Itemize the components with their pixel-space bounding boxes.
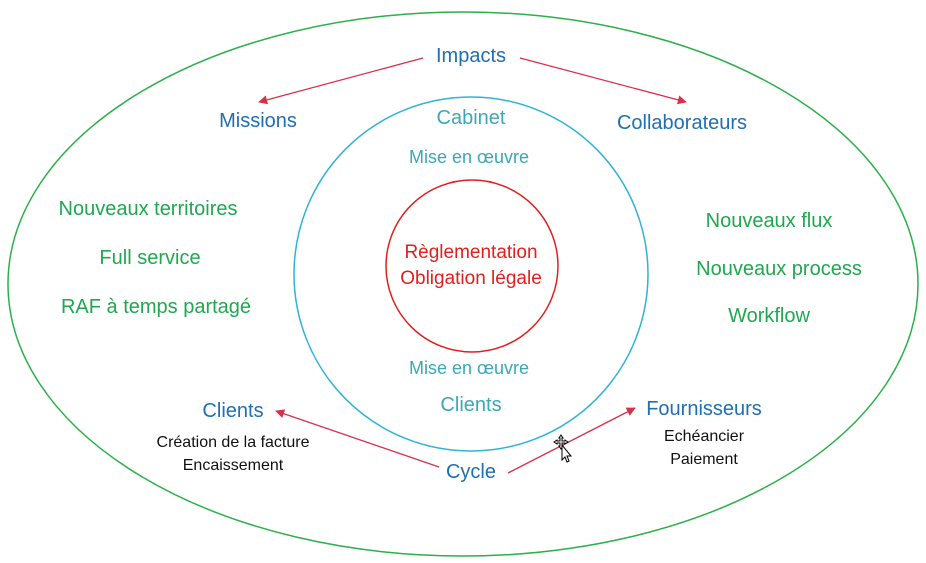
missions-label: Missions: [219, 110, 297, 132]
inner-circle: [385, 179, 559, 353]
clients-detail-line: Encaissement: [182, 457, 284, 474]
left-item: Nouveaux territoires: [58, 198, 238, 220]
collaborateurs-label: Collaborateurs: [616, 112, 748, 134]
arrow-cycle-clients: [275, 409, 440, 468]
fournisseurs-label: Fournisseurs: [646, 398, 762, 420]
arrow-cycle-fournisseurs: [507, 407, 636, 474]
clients-detail-line: Création de la facture: [156, 434, 310, 451]
right-item: Nouveaux flux: [705, 210, 833, 232]
core-line2: Obligation légale: [400, 268, 542, 289]
cabinet-label: Cabinet: [436, 107, 506, 129]
left-item: RAF à temps partagé: [60, 296, 252, 318]
fournisseurs-detail-line: Paiement: [670, 451, 738, 468]
middle-clients-label: Clients: [440, 394, 502, 416]
mise-en-oeuvre-top: Mise en œuvre: [408, 147, 530, 167]
middle-circle: [293, 96, 649, 452]
fournisseurs-detail-line: Echéancier: [663, 428, 745, 445]
mise-en-oeuvre-bottom: Mise en œuvre: [408, 358, 530, 378]
cycle-label: Cycle: [445, 461, 497, 483]
outer-ellipse: [7, 11, 919, 557]
clients-label: Clients: [202, 400, 264, 422]
arrow-impacts-missions: [258, 57, 424, 105]
right-item: Nouveaux process: [696, 258, 862, 280]
impacts-label: Impacts: [435, 45, 507, 67]
right-item: Workflow: [728, 305, 810, 327]
core-line1: Règlementation: [404, 242, 538, 263]
move-cursor-icon: [553, 434, 573, 463]
arrow-impacts-collaborateurs: [519, 57, 687, 105]
left-item: Full service: [99, 247, 201, 269]
